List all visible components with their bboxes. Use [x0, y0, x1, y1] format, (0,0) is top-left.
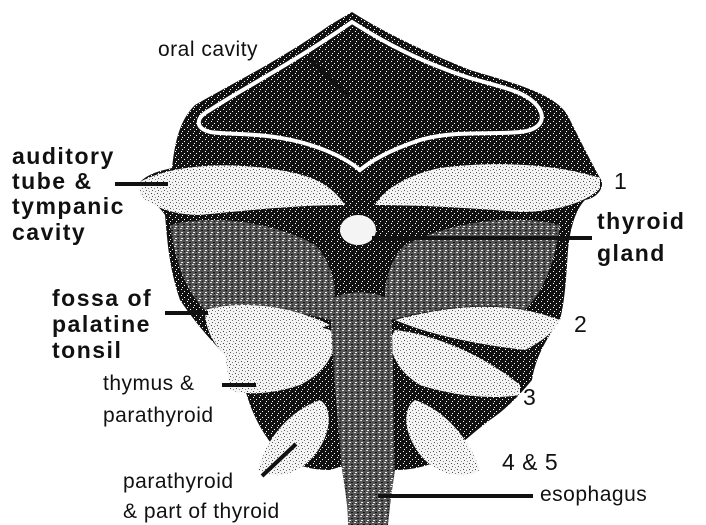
label-pouch-4-5: 4 & 5 [502, 450, 558, 474]
thyroid-bud [340, 215, 376, 245]
label-pouch-2: 2 [574, 312, 587, 336]
label-pouch-3: 3 [523, 385, 536, 409]
label-auditory-line-2: tube & [12, 169, 93, 194]
label-parathyroid-line-2: & part of thyroid [123, 500, 280, 524]
label-esophagus: esophagus [540, 483, 647, 507]
label-parathyroid-line-1: parathyroid [123, 470, 234, 494]
label-thymus-line-2: parathyroid [103, 404, 214, 428]
label-thyroid-line-1: thyroid [597, 209, 685, 234]
label-fossa-line-2: palatine [52, 312, 151, 337]
label-auditory-line-1: auditory [12, 144, 115, 169]
label-auditory-line-3: tympanic [12, 194, 125, 219]
label-fossa-line-3: tonsil [52, 338, 122, 363]
esophagus-tube [330, 293, 395, 525]
label-thymus-line-1: thymus & [103, 372, 195, 396]
label-thyroid-line-2: gland [597, 241, 666, 266]
label-oral-cavity: oral cavity [158, 38, 258, 62]
label-pouch-1: 1 [614, 169, 627, 193]
label-fossa-line-1: fossa of [52, 286, 152, 311]
label-auditory-line-4: cavity [12, 220, 86, 245]
